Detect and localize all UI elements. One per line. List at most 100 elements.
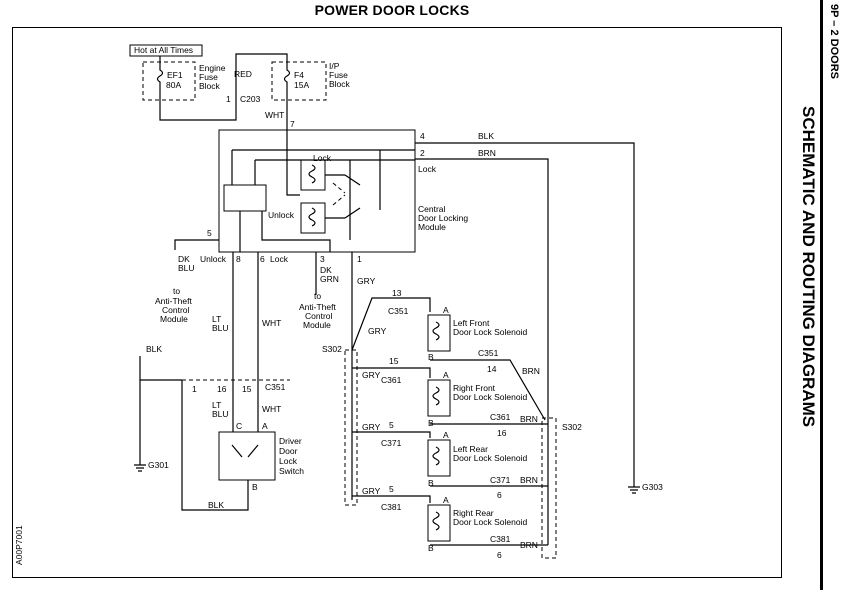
svg-text:Unlock: Unlock: [268, 210, 295, 220]
door-lock-solenoids: S302 13 C351 GRY A B Left Front Door Loc…: [322, 288, 582, 560]
svg-text:F4: F4: [294, 70, 304, 80]
svg-text:B: B: [428, 352, 434, 362]
svg-text:Engine: Engine: [199, 63, 226, 73]
svg-text:A: A: [443, 370, 449, 380]
svg-text:DK: DK: [178, 254, 190, 264]
svg-text:C381: C381: [381, 502, 402, 512]
svg-text:GRN: GRN: [320, 274, 339, 284]
svg-text:5: 5: [389, 420, 394, 430]
svg-text:Anti-Theft: Anti-Theft: [155, 296, 192, 306]
svg-text:C371: C371: [381, 438, 402, 448]
svg-text:13: 13: [392, 288, 402, 298]
svg-text:Door Lock Solenoid: Door Lock Solenoid: [453, 327, 527, 337]
module-outputs: 4 BLK 2 BRN G303: [415, 131, 663, 545]
svg-text:WHT: WHT: [265, 110, 284, 120]
svg-text:GRY: GRY: [362, 486, 381, 496]
svg-text:Right Front: Right Front: [453, 383, 496, 393]
diagram-title: POWER DOOR LOCKS: [314, 2, 470, 18]
svg-text:16: 16: [217, 384, 227, 394]
svg-text:B: B: [428, 478, 434, 488]
svg-text:Block: Block: [199, 81, 221, 91]
svg-text:1: 1: [226, 94, 231, 104]
svg-text:3: 3: [320, 254, 325, 264]
svg-text:Door Lock Solenoid: Door Lock Solenoid: [453, 392, 527, 402]
svg-text:BLK: BLK: [146, 344, 162, 354]
svg-text:Block: Block: [329, 79, 351, 89]
svg-text:B: B: [428, 543, 434, 553]
svg-text:C351: C351: [265, 382, 286, 392]
svg-text:A: A: [443, 305, 449, 315]
svg-text:Module: Module: [303, 320, 331, 330]
diagram-frame: [12, 27, 782, 578]
svg-text:BRN: BRN: [478, 148, 496, 158]
svg-text:C381: C381: [490, 534, 511, 544]
svg-text:Control: Control: [162, 305, 190, 315]
svg-text:C351: C351: [388, 306, 409, 316]
svg-text:GRY: GRY: [368, 326, 387, 336]
svg-text:I/P: I/P: [329, 61, 340, 71]
svg-text:8: 8: [236, 254, 241, 264]
svg-text:6: 6: [497, 550, 502, 560]
svg-text:Door Lock Solenoid: Door Lock Solenoid: [453, 453, 527, 463]
svg-text:BRN: BRN: [520, 540, 538, 550]
svg-text:Left Rear: Left Rear: [453, 444, 488, 454]
svg-text:to: to: [314, 291, 321, 301]
svg-text:C351: C351: [478, 348, 499, 358]
svg-text:15A: 15A: [294, 80, 309, 90]
svg-text:5: 5: [389, 484, 394, 494]
svg-text:B: B: [428, 418, 434, 428]
svg-text:C361: C361: [381, 375, 402, 385]
svg-text:C371: C371: [490, 475, 511, 485]
svg-text:Left Front: Left Front: [453, 318, 490, 328]
svg-text:80A: 80A: [166, 80, 181, 90]
svg-text:GRY: GRY: [362, 422, 381, 432]
svg-text:C203: C203: [240, 94, 261, 104]
svg-text:BLU: BLU: [178, 263, 195, 273]
svg-text:Door: Door: [279, 446, 298, 456]
svg-text:7: 7: [290, 119, 295, 129]
svg-text:BLK: BLK: [208, 500, 224, 510]
svg-text:BRN: BRN: [522, 366, 540, 376]
driver-door-lock-switch: LT BLU WHT 1 16 15 C351 LT BLU WHT C A D…: [134, 252, 304, 511]
svg-text:S302: S302: [322, 344, 342, 354]
svg-text:Switch: Switch: [279, 466, 304, 476]
figure-id: A00P7001: [14, 525, 24, 565]
svg-text:Fuse: Fuse: [329, 70, 348, 80]
svg-text:S302: S302: [562, 422, 582, 432]
svg-text:to: to: [173, 286, 180, 296]
svg-text:Right Rear: Right Rear: [453, 508, 494, 518]
svg-text:C361: C361: [490, 412, 511, 422]
svg-text:G301: G301: [148, 460, 169, 470]
svg-text:15: 15: [242, 384, 252, 394]
svg-text:6: 6: [260, 254, 265, 264]
svg-text:C: C: [236, 421, 242, 431]
svg-text:B: B: [252, 482, 258, 492]
svg-text:Lock: Lock: [270, 254, 289, 264]
svg-text:WHT: WHT: [262, 318, 281, 328]
svg-text:Fuse: Fuse: [199, 72, 218, 82]
svg-text:BRN: BRN: [520, 475, 538, 485]
svg-text:Central: Central: [418, 204, 446, 214]
svg-text:6: 6: [497, 490, 502, 500]
svg-text:BLU: BLU: [212, 323, 229, 333]
svg-text:LT: LT: [212, 314, 221, 324]
svg-text:Driver: Driver: [279, 436, 302, 446]
module-pins: 5 DK BLU to Anti-Theft Control Module Un…: [155, 228, 376, 500]
svg-text:BLU: BLU: [212, 409, 229, 419]
svg-text:5: 5: [207, 228, 212, 238]
svg-text:Control: Control: [305, 311, 333, 321]
central-door-locking-module: Lock Unlock Lock Central Door Locking Mo…: [218, 122, 468, 253]
svg-text:Module: Module: [418, 222, 446, 232]
svg-text:Lock: Lock: [279, 456, 298, 466]
svg-text:WHT: WHT: [262, 404, 281, 414]
svg-text:16: 16: [497, 428, 507, 438]
svg-text:GRY: GRY: [362, 370, 381, 380]
svg-text:A: A: [443, 495, 449, 505]
svg-text:4: 4: [420, 131, 425, 141]
svg-text:14: 14: [487, 364, 497, 374]
svg-text:Hot at All Times: Hot at All Times: [134, 45, 193, 55]
svg-text:1: 1: [192, 384, 197, 394]
svg-text:Module: Module: [160, 314, 188, 324]
svg-text:15: 15: [389, 356, 399, 366]
